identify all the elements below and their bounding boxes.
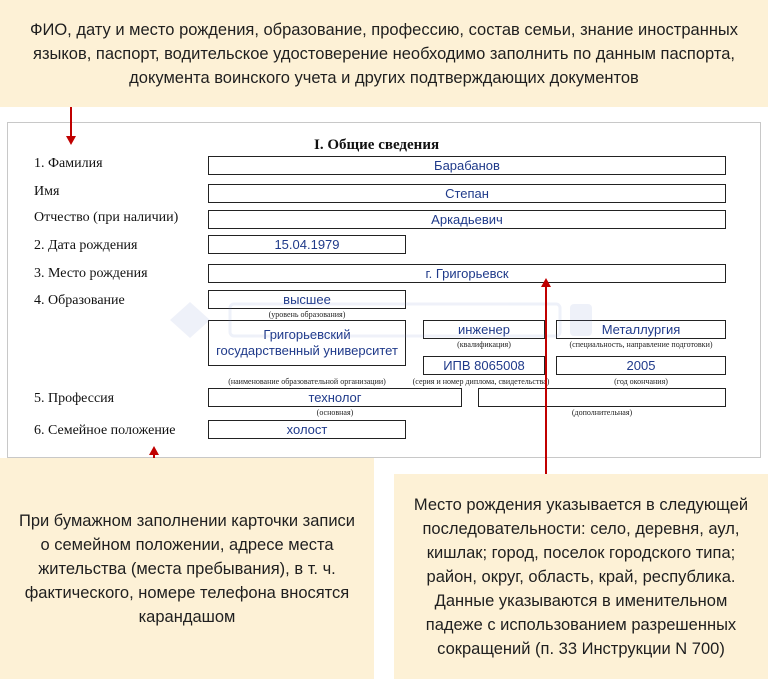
name-field[interactable]: Степан <box>208 184 726 203</box>
specialty-field[interactable]: Металлургия <box>556 320 726 339</box>
caption-education-level: (уровень образования) <box>268 310 346 319</box>
arrow-bottom-right-head <box>541 278 551 287</box>
family-status-field[interactable]: холост <box>208 420 406 439</box>
institution-field[interactable]: Григорьевский государственный университе… <box>208 320 406 366</box>
qualification-field[interactable]: инженер <box>423 320 545 339</box>
label-family-status: 6. Семейное положение <box>34 423 176 438</box>
diploma-field[interactable]: ИПВ 8065008 <box>423 356 545 375</box>
caption-institution: (наименование образовательной организаци… <box>228 377 386 386</box>
surname-field[interactable]: Барабанов <box>208 156 726 175</box>
label-patronymic: Отчество (при наличии) <box>34 210 179 225</box>
arrow-bottom-left-head <box>149 446 159 455</box>
bottom-right-callout: Место рождения указывается в следующей п… <box>394 474 768 679</box>
label-birth-place: 3. Место рождения <box>34 266 148 281</box>
caption-profession-main: (основная) <box>316 408 354 417</box>
caption-profession-extra: (дополнительная) <box>571 408 633 417</box>
birth-date-field[interactable]: 15.04.1979 <box>208 235 406 254</box>
label-name: Имя <box>34 184 60 199</box>
label-birth-date: 2. Дата рождения <box>34 238 138 253</box>
caption-specialty: (специальность, направление подготовки) <box>569 340 713 349</box>
bottom-left-callout: При бумажном заполнении карточки записи … <box>0 458 374 679</box>
top-callout: ФИО, дату и место рождения, образование,… <box>0 0 768 107</box>
arrow-bottom-right-shaft <box>545 287 547 474</box>
patronymic-field[interactable]: Аркадьевич <box>208 210 726 229</box>
caption-graduation-year: (год окончания) <box>614 377 668 386</box>
profession-extra-field[interactable] <box>478 388 726 407</box>
arrow-top-head <box>66 136 76 145</box>
personal-card-form: I. Общие сведения 1. Фамилия Барабанов И… <box>7 122 761 458</box>
arrow-top-shaft <box>70 107 72 137</box>
label-education: 4. Образование <box>34 293 125 308</box>
label-profession: 5. Профессия <box>34 391 115 406</box>
profession-main-field[interactable]: технолог <box>208 388 462 407</box>
caption-diploma: (серия и номер диплома, свидетельства) <box>412 377 550 386</box>
label-surname: 1. Фамилия <box>34 156 103 171</box>
birth-place-field[interactable]: г. Григорьевск <box>208 264 726 283</box>
education-level-field[interactable]: высшее <box>208 290 406 309</box>
caption-qualification: (квалификация) <box>457 340 511 349</box>
section-title: I. Общие сведения <box>314 137 440 153</box>
graduation-year-field[interactable]: 2005 <box>556 356 726 375</box>
